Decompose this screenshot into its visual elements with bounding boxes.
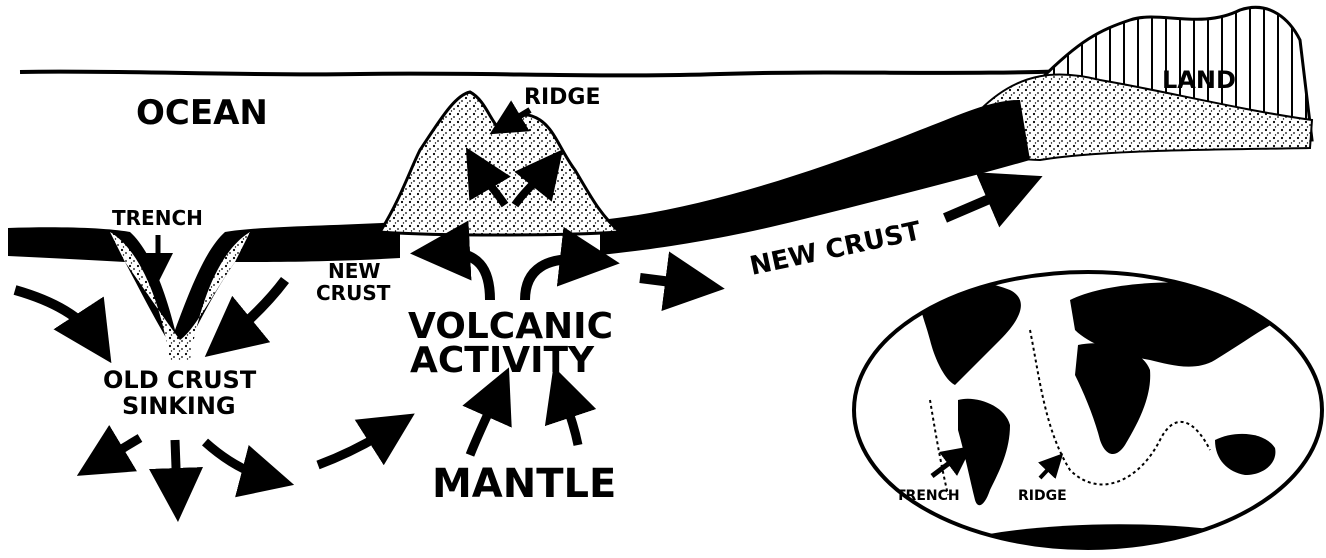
mid-ocean-ridge: [380, 92, 620, 235]
old-crust-label-line2: SINKING: [122, 392, 236, 420]
mantle-arrow-up-left: [470, 392, 498, 455]
mantle-label: MANTLE: [432, 461, 616, 507]
divergence-arrow-left: [440, 252, 490, 300]
new-crust-left-label-line2: CRUST: [316, 281, 391, 305]
land-label: LAND: [1162, 66, 1236, 94]
sinking-arrow-down: [175, 440, 177, 495]
ridge-label: RIDGE: [524, 85, 600, 110]
ocean-label: OCEAN: [136, 93, 268, 133]
subduction-arrow-right: [228, 280, 285, 338]
flow-arrow-2: [945, 188, 1015, 218]
subduction-arrow-left: [15, 290, 95, 338]
volcanic-label-line2: ACTIVITY: [410, 340, 595, 381]
divergence-arrow-right: [525, 259, 590, 300]
inset-trench-label: TRENCH: [896, 488, 960, 504]
sinking-arrow-se: [205, 442, 268, 478]
flow-arrow-1: [640, 278, 695, 285]
old-crust-label-line1: OLD CRUST: [103, 366, 257, 394]
return-arrow: [318, 428, 392, 465]
new-crust-left-label-line1: NEW: [328, 259, 380, 283]
inset-ridge-label: RIDGE: [1018, 488, 1067, 504]
inset-world-map: TRENCH RIDGE: [854, 272, 1322, 548]
oceanic-crust-right: [600, 100, 1030, 255]
sinking-arrow-sw: [100, 438, 140, 462]
ocean-surface: [20, 70, 1100, 75]
mantle-arrow-up-right: [562, 392, 578, 445]
trench-label: TRENCH: [112, 206, 203, 230]
